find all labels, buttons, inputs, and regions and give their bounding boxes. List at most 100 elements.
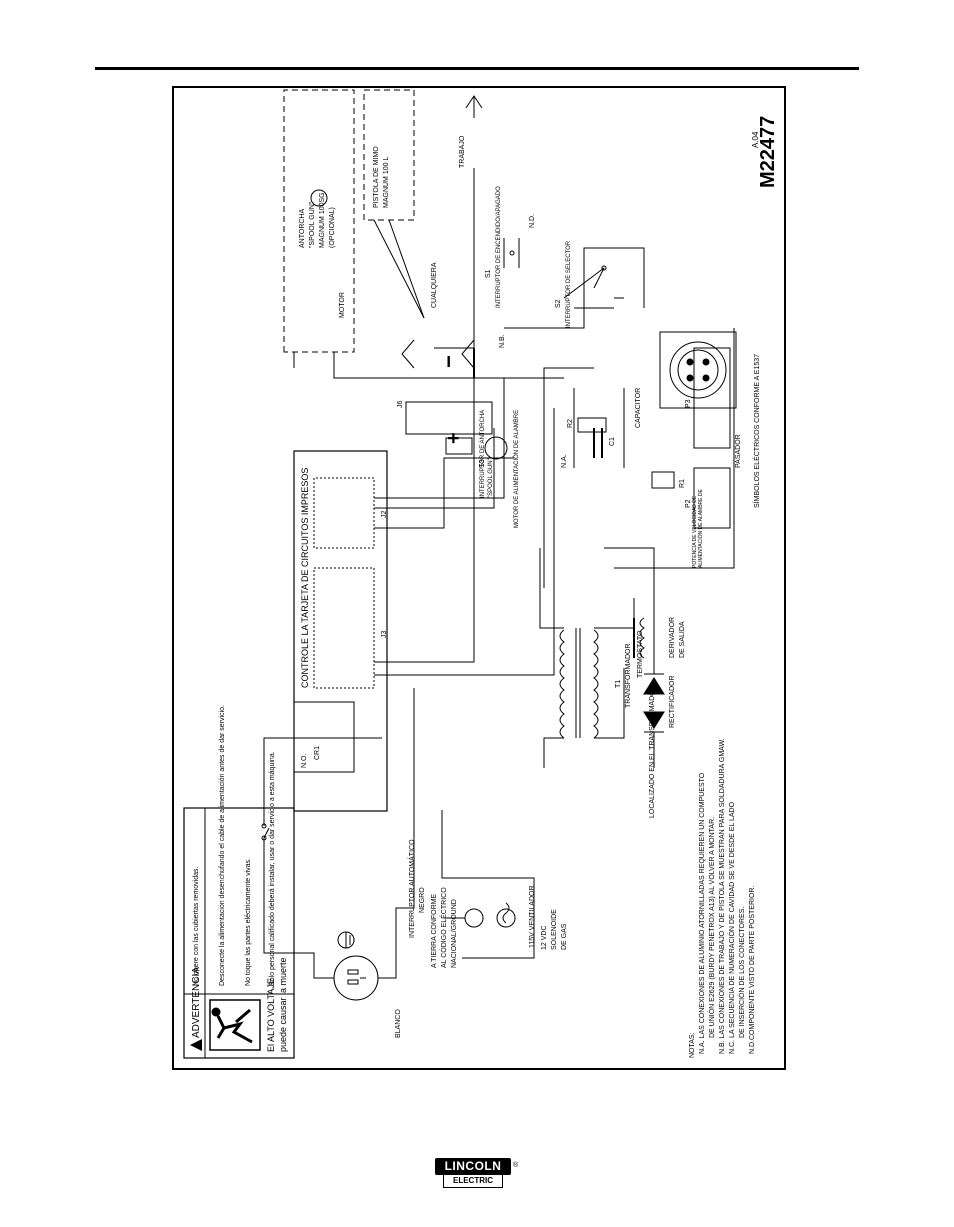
label-black: NEGRO	[419, 887, 426, 913]
warning-bullet-4: Sólo personal calificado deberá instalar…	[269, 751, 276, 986]
svg-text:+: +	[443, 432, 465, 444]
label-solenoid-2: SOLENOIDE	[551, 909, 558, 950]
label-s3-2: INTERRUPTOR DE ANTORCHA	[480, 410, 486, 498]
resistor-r2	[577, 417, 607, 433]
torch-motor-icon	[310, 189, 328, 207]
label-j2: J2	[381, 511, 388, 519]
label-solenoid-3: DE GAS	[561, 923, 568, 950]
wiring-diagram: − +	[183, 89, 779, 1059]
label-pin: PASADOR	[735, 434, 742, 468]
label-t1: T1	[615, 680, 622, 688]
label-r2: R2	[567, 419, 574, 428]
label-white: BLANCO	[395, 1009, 402, 1038]
label-nd-1: N.D.	[529, 214, 536, 228]
registered-icon: ®	[513, 1162, 519, 1169]
p3-plug	[693, 347, 731, 449]
label-elec-symbols: SÍMBOLOS ELÉCTRICOS CONFORME A E1537	[752, 354, 761, 508]
label-s2: S2	[555, 299, 562, 308]
label-fan: 115V VENTILADOR	[529, 885, 536, 948]
warning-bullet-2: Desconecte la alimentación desenchufando…	[219, 705, 226, 986]
warning-bullet-1: No opere con las cubiertas removidas.	[193, 866, 200, 986]
wfs-potentiometer-r1	[651, 471, 675, 489]
notes-title: NOTAS:	[689, 1032, 696, 1058]
transformer	[559, 628, 599, 739]
warning-hv2: puede causar la muerte	[278, 957, 288, 1052]
fan-icon	[464, 908, 484, 928]
note-3: N.B. LAS CONEXIONES DE TRABAJO Y DE PIST…	[719, 738, 726, 1054]
label-c1: C1	[609, 437, 616, 446]
label-torch-2: "SPOOL GUN"	[309, 201, 316, 248]
output-choke	[633, 617, 645, 659]
selector-switch-s2	[563, 265, 624, 309]
warning-hv1: El ALTO VOLTAJE	[266, 978, 276, 1052]
diagram-id: M22477	[757, 116, 779, 188]
label-breaker: INTERRUPTOR AUTOMÁTICO	[407, 839, 416, 938]
p2-plug	[693, 467, 731, 529]
label-work: TRABAJO	[459, 135, 466, 168]
label-s3-3: "SPOOL GUN"	[488, 458, 494, 498]
j3-connector	[313, 567, 375, 689]
label-torch-3: MAGNUM 100SG	[319, 192, 326, 248]
cr1-relay	[293, 701, 355, 773]
diagram-frame: − +	[172, 86, 786, 1070]
label-torch-1: ANTORCHA	[299, 209, 306, 248]
revision: A.04	[751, 131, 760, 148]
label-s2-desc: INTERRUPTOR DE SELECTOR	[566, 240, 572, 328]
label-s1: S1	[485, 269, 492, 278]
note-5: DE INSERCIÓN DE LOS CONECTORES.	[737, 907, 746, 1038]
label-p2: P2	[685, 499, 692, 508]
label-motor: MOTOR	[339, 292, 346, 318]
label-ground-3: NACIONAL/GROUND	[451, 899, 458, 968]
logo-top: LINCOLN	[435, 1158, 511, 1175]
j6-connector-strip	[405, 401, 493, 435]
label-transformer: TRANSFORMADOR	[625, 643, 632, 708]
label-cr1: CR1	[314, 746, 321, 760]
label-solenoid-1: 12 VDC	[541, 925, 548, 950]
label-r1: R1	[679, 479, 686, 488]
label-na-1: N.A.	[561, 454, 568, 468]
label-located: LOCALIZADO EN EL TRANSFORMADOR	[649, 685, 656, 818]
capacitor-c1	[593, 428, 603, 458]
warning-triangle-icon	[190, 1039, 202, 1051]
label-p3: P3	[685, 399, 692, 408]
note-6: N.D.COMPONENTE VISTO DE PARTE POSTERIOR.	[749, 886, 756, 1054]
note-1: N.A. LAS CONEXIONES DE ALUMINIO ATORNILL…	[699, 772, 706, 1054]
header-rule	[95, 67, 859, 70]
label-wire-motor: MOTOR DE ALIMENTACIÓN DE ALAMBRE	[513, 410, 520, 528]
gas-solenoid-icon	[496, 908, 516, 928]
label-choke-1: DERIVADOR	[669, 617, 676, 658]
label-j3: J3	[381, 631, 388, 639]
pcb-box	[293, 450, 388, 812]
note-4: N.C. LA SECUENCIA DE NUMERACIÓN DE CAVID…	[727, 801, 736, 1054]
logo-bottom: ELECTRIC	[443, 1174, 503, 1188]
power-switch-s1	[503, 238, 520, 268]
label-nb: N.B.	[499, 334, 506, 348]
label-torch-4: (OPCIONAL)	[329, 207, 336, 248]
svg-text:−: −	[436, 355, 461, 368]
label-wfs-1: POTENCIA DE VELOCIDAD DE	[692, 495, 698, 568]
label-mig-1: PISTOLA DE MIMO	[373, 146, 380, 208]
j6-round-connector	[659, 331, 737, 409]
spool-gun-switch-s3	[445, 437, 473, 455]
label-ground-1: A TIERRA CONFORME	[431, 894, 438, 968]
work-clamp-icon	[465, 95, 483, 118]
power-plug-icon	[333, 955, 379, 1001]
label-capacitor: CAPACITOR	[635, 388, 642, 428]
warning-bullet-3: No toque las partes eléctricamente vivas…	[245, 858, 252, 986]
j2-connector	[313, 477, 375, 549]
label-s3-1: S3	[479, 459, 486, 468]
warning-box	[183, 807, 295, 1059]
ground-icon	[337, 931, 355, 949]
label-j6: J6	[397, 401, 404, 409]
label-ground-2: AL CÓDIGO ELÉCTRICO	[439, 887, 448, 968]
label-choke-2: DE SALIDA	[679, 621, 686, 658]
label-rectifier: RECTIFICADOR	[669, 676, 676, 729]
label-no: N.O.	[301, 754, 308, 768]
warning-title: ADVERTENCIA	[191, 967, 202, 1038]
label-mig-2: MAGNUM 100 L	[383, 157, 390, 208]
lincoln-electric-logo: LINCOLN ELECTRIC ®	[435, 1158, 521, 1188]
label-any: CUALQUIERA	[431, 262, 438, 308]
shock-hazard-icon	[209, 999, 261, 1051]
label-thermostat: TERMOSTATO	[637, 630, 644, 678]
